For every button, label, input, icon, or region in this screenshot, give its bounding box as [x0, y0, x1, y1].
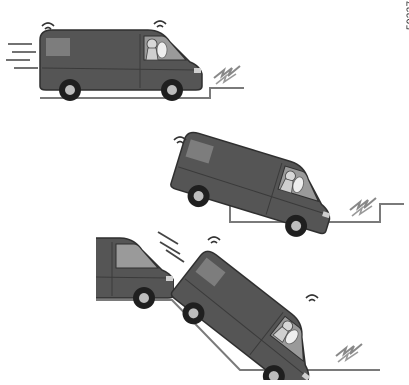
scene-rear-collision-on-slope [12, 232, 380, 380]
wifi-signal-icon [306, 295, 318, 301]
following-van [12, 238, 174, 309]
van-3 [163, 248, 334, 380]
wifi-signal-icon [42, 23, 54, 29]
motion-lines-icon [158, 232, 184, 262]
wifi-signal-icon [154, 21, 166, 27]
van-2 [167, 130, 343, 245]
scene-drop-off-ledge [167, 130, 404, 245]
scene-frontal-impact [6, 21, 244, 101]
wifi-signal-icon [208, 237, 220, 243]
impact-flash-icon [214, 66, 240, 84]
motion-lines-icon [6, 44, 38, 68]
figure-reference-code: 59337 [405, 1, 409, 30]
impact-flash-icon [336, 344, 362, 362]
airbag-icon [146, 39, 167, 60]
van-1 [40, 30, 202, 101]
impact-flash-icon [350, 198, 376, 216]
